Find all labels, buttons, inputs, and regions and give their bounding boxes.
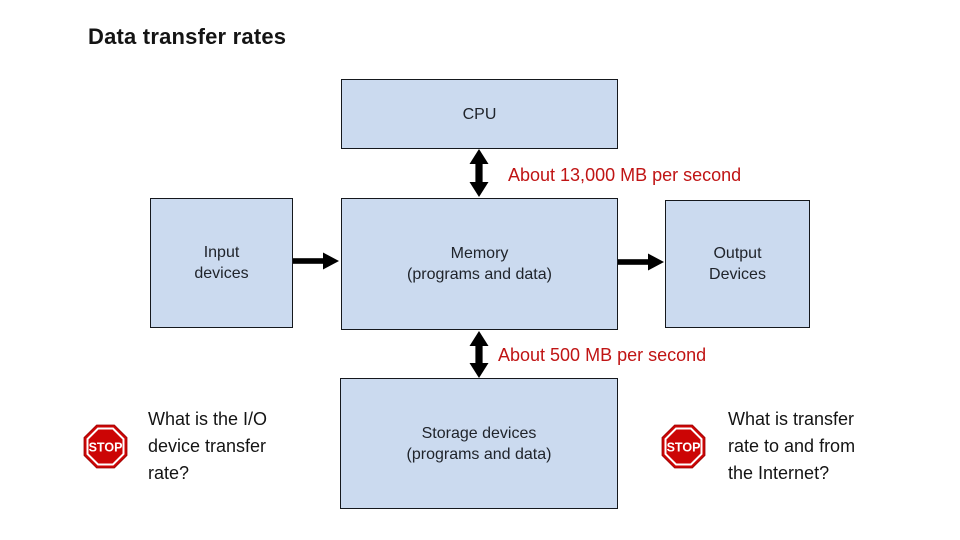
memory-storage-double-arrow-icon: [469, 331, 489, 378]
storage-devices-box: Storage devices (programs and data): [340, 378, 618, 509]
stop-sign-text: STOP: [667, 440, 701, 454]
io-rate-question-line1: What is the I/O: [148, 409, 268, 429]
input-devices-label-line2: devices: [194, 265, 249, 282]
internet-rate-question-line1: What is transfer: [728, 409, 855, 429]
internet-rate-question-line3: the Internet?: [728, 463, 830, 483]
internet-rate-question: What is transfer rate to and from the In…: [728, 406, 908, 487]
memory-box: Memory (programs and data): [341, 198, 618, 330]
stop-sign-icon: STOP: [83, 424, 128, 469]
io-rate-question-line3: rate?: [148, 463, 190, 483]
cpu-box-label: CPU: [462, 105, 497, 123]
cpu-box: CPU: [341, 79, 618, 149]
page-title: Data transfer rates: [88, 24, 287, 49]
storage-devices-label-line2: (programs and data): [406, 445, 552, 463]
stop-sign-text: STOP: [89, 440, 123, 454]
io-rate-question-line2: device transfer: [148, 436, 267, 456]
output-devices-label-line2: Devices: [709, 266, 766, 283]
input-to-memory-arrow-icon: [293, 252, 339, 270]
internet-rate-question-line2: rate to and from: [728, 436, 856, 456]
output-devices-box: Output Devices: [665, 200, 810, 328]
memory-storage-rate-label: About 500 MB per second: [498, 345, 707, 365]
cpu-memory-double-arrow-icon: [469, 149, 489, 197]
storage-devices-label-line1: Storage devices: [421, 424, 537, 442]
stop-sign-icon: STOP: [661, 424, 706, 469]
cpu-memory-rate-label: About 13,000 MB per second: [508, 165, 742, 185]
output-devices-label-line1: Output: [713, 245, 762, 262]
io-rate-question: What is the I/O device transfer rate?: [148, 406, 318, 487]
memory-label-line1: Memory: [450, 245, 509, 262]
memory-to-output-arrow-icon: [618, 253, 664, 271]
input-devices-label-line1: Input: [203, 244, 240, 261]
input-devices-box: Input devices: [150, 198, 293, 328]
memory-label-line2: (programs and data): [407, 266, 552, 283]
